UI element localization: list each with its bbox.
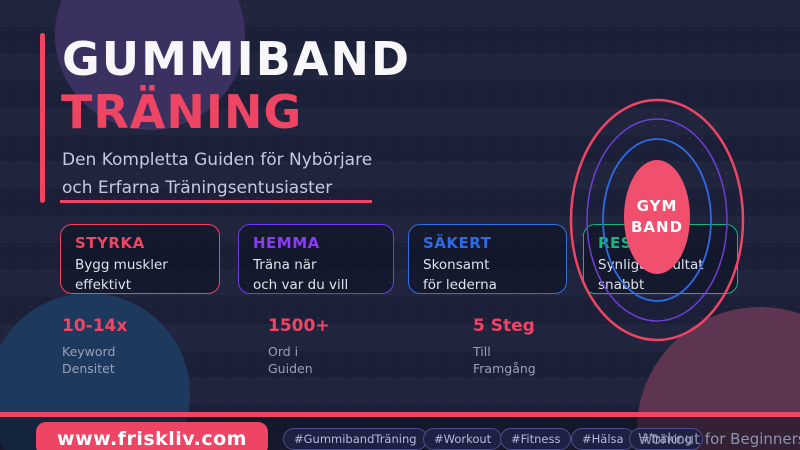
feature-title: STYRKA bbox=[75, 234, 145, 252]
stat-value: 5 Steg bbox=[473, 316, 535, 336]
page-title-line1: GUMMIBAND bbox=[62, 32, 412, 86]
stat-word-count: 1500+ Ord i Guiden bbox=[268, 316, 330, 377]
feature-description-line1: Bygg muskler bbox=[75, 257, 168, 273]
stat-label-line2: Guiden bbox=[268, 361, 313, 376]
footer-accent-line bbox=[0, 412, 800, 417]
hashtag-halsa[interactable]: #Hälsa bbox=[571, 428, 635, 450]
feature-description: Bygg muskler effektivt bbox=[75, 255, 205, 295]
stat-label: Keyword Densitet bbox=[62, 343, 127, 377]
hashtag-workout[interactable]: #Workout bbox=[423, 428, 503, 450]
feature-description: Skonsamt för lederna bbox=[423, 255, 552, 295]
feature-card-sakert: SÄKERT Skonsamt för lederna bbox=[408, 224, 567, 294]
hashtag-gummibandtraning[interactable]: #GummibandTräning bbox=[283, 428, 428, 450]
stat-label: Till Framgång bbox=[473, 343, 536, 377]
feature-card-hemma: HEMMA Träna när och var du vill bbox=[238, 224, 394, 294]
stat-value: 10-14x bbox=[62, 316, 128, 336]
subtitle-line2: och Erfarna Träningsentusiaster bbox=[62, 178, 333, 198]
feature-title: SÄKERT bbox=[423, 234, 492, 252]
feature-description: Träna när och var du vill bbox=[253, 255, 379, 295]
feature-description: Synliga resultat snabbt bbox=[598, 255, 723, 295]
feature-description-line2: för lederna bbox=[423, 277, 497, 293]
gym-band-label-line1: GYM bbox=[636, 197, 678, 215]
stat-value: 1500+ bbox=[268, 316, 330, 336]
stat-label-line1: Keyword bbox=[62, 344, 116, 359]
title-accent-bar bbox=[40, 33, 45, 203]
feature-description-line2: effektivt bbox=[75, 277, 132, 293]
stat-steps: 5 Steg Till Framgång bbox=[473, 316, 536, 377]
subtitle-underline bbox=[60, 200, 372, 203]
stat-label-line1: Ord i bbox=[268, 344, 299, 359]
feature-description-line2: och var du vill bbox=[253, 277, 349, 293]
page-title-line2: TRÄNING bbox=[61, 85, 303, 139]
subtitle-line1: Den Kompletta Guiden för Nybörjare bbox=[62, 150, 373, 170]
stat-label-line2: Densitet bbox=[62, 361, 115, 376]
feature-description-line1: Synliga resultat bbox=[598, 257, 704, 273]
stat-label-line1: Till bbox=[473, 344, 491, 359]
feature-description-line1: Skonsamt bbox=[423, 257, 490, 273]
gym-band-label-line2: BAND bbox=[630, 218, 684, 236]
feature-card-styrka: STYRKA Bygg muskler effektivt bbox=[60, 224, 220, 294]
feature-description-line2: snabbt bbox=[598, 277, 645, 293]
footer-watermark-text: Workout for Beginners bbox=[638, 430, 800, 448]
stat-label: Ord i Guiden bbox=[268, 343, 330, 377]
stat-keyword-density: 10-14x Keyword Densitet bbox=[62, 316, 127, 377]
website-button[interactable]: www.friskliv.com bbox=[36, 422, 268, 450]
stat-label-line2: Framgång bbox=[473, 361, 536, 376]
feature-description-line1: Träna när bbox=[253, 257, 317, 273]
hashtag-fitness[interactable]: #Fitness bbox=[500, 428, 572, 450]
page-subtitle: Den Kompletta Guiden för Nybörjare och E… bbox=[62, 146, 372, 202]
feature-title: HEMMA bbox=[253, 234, 320, 252]
gym-band-label: GYM BAND bbox=[612, 196, 702, 238]
